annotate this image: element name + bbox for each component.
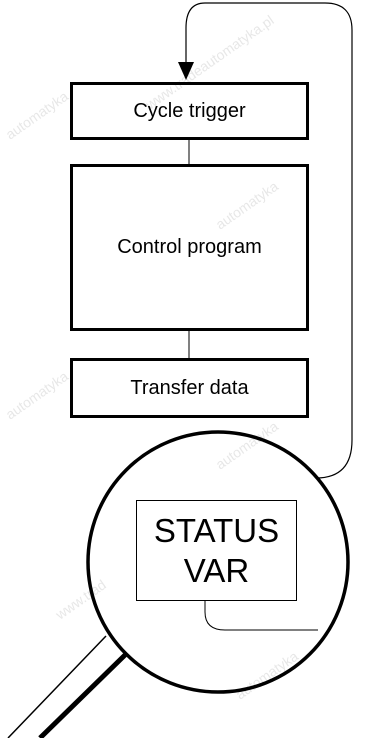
control-program-label: Control program (117, 236, 262, 258)
svg-text:automatyka: automatyka (3, 88, 72, 143)
control-program-block: Control program (70, 164, 309, 331)
magnifier-lens (86, 430, 350, 694)
svg-text:automatyka: automatyka (3, 368, 72, 423)
svg-text:automatyka: automatyka (233, 648, 302, 703)
status-var-box: STATUS VAR (136, 500, 297, 601)
status-label: STATUS (153, 511, 280, 549)
transfer-data-label: Transfer data (130, 376, 249, 399)
status-var-connector (204, 601, 318, 631)
transfer-data-block: Transfer data (70, 358, 309, 418)
cycle-trigger-label: Cycle trigger (133, 99, 246, 122)
loop-arrow-head (178, 62, 194, 80)
var-label: VAR (183, 551, 250, 589)
cycle-trigger-block: Cycle trigger (70, 82, 309, 140)
magnifier-handle-outer (38, 653, 127, 738)
magnifier-handle-inner (7, 635, 107, 738)
loop-back-line (185, 2, 353, 479)
